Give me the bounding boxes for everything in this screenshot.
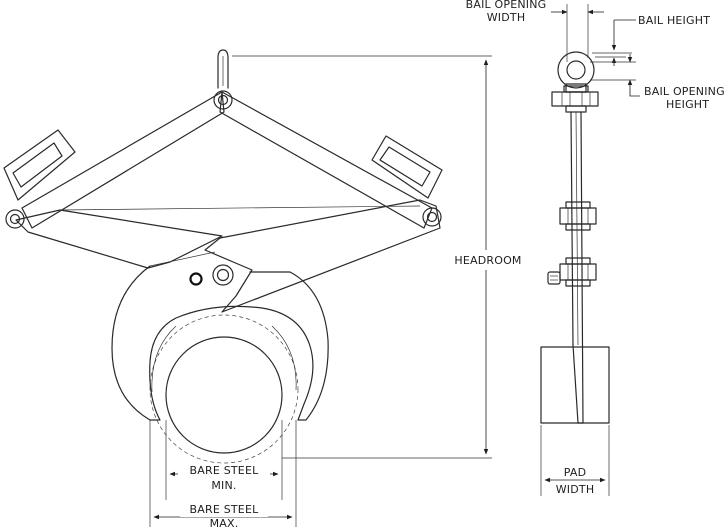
pad-width-dimension: PAD WIDTH — [540, 425, 610, 496]
pad-width-label-2: WIDTH — [556, 483, 595, 496]
bail-opening-height-label-1: BAIL OPENING — [644, 85, 725, 98]
bail-height-label: BAIL HEIGHT — [638, 14, 710, 27]
side-mid-nut — [559, 201, 597, 231]
right-handle — [371, 135, 443, 199]
bail-opening-height-label-2: HEIGHT — [666, 98, 709, 111]
bare-steel-min-dimension: BARE STEEL MIN. — [165, 420, 283, 500]
center-bolt-icon — [212, 264, 234, 286]
bail-opening-width-label-2: WIDTH — [487, 11, 526, 24]
bail-opening-width-dimension: BAIL OPENING WIDTH — [466, 0, 604, 62]
side-plate — [570, 111, 584, 424]
left-handle — [3, 129, 76, 201]
bare-steel-max-dimension: BARE STEEL MAX. — [149, 420, 297, 529]
side-top-nut — [551, 85, 599, 113]
bare-steel-max-label-1: BARE STEEL — [190, 503, 260, 516]
bare-steel-min-label-2: MIN. — [211, 479, 236, 492]
right-pin-icon — [422, 207, 442, 227]
side-low-nut — [547, 257, 597, 287]
bare-steel-max-label-2: MAX. — [210, 517, 239, 529]
side-pad — [540, 346, 610, 424]
front-shackle — [217, 49, 229, 89]
headroom-dimension: HEADROOM — [454, 59, 521, 455]
left-pin-icon — [5, 209, 25, 229]
bail-opening-width-label-1: BAIL OPENING — [466, 0, 547, 11]
bail-height-dimension: BAIL HEIGHT — [592, 14, 710, 66]
upper-links — [21, 91, 433, 229]
front-view: HEADROOM BARE STEEL MIN. BARE STEEL MAX. — [3, 49, 521, 529]
lock-knob-icon — [547, 271, 561, 285]
top-pin-icon — [213, 90, 233, 110]
headroom-label: HEADROOM — [454, 254, 521, 267]
lock-pin-icon — [189, 272, 203, 286]
bare-steel-min-label-1: BARE STEEL — [190, 464, 260, 477]
side-view: BAIL OPENING WIDTH BAIL HEIGHT BAIL OPEN… — [466, 0, 725, 496]
jaw-body — [111, 251, 329, 421]
coil-sections — [149, 314, 299, 464]
secondary-lever — [59, 199, 441, 313]
pivot-pins — [5, 90, 442, 286]
pad-width-label-1: PAD — [564, 466, 587, 479]
bail-opening-height-dimension: BAIL OPENING HEIGHT — [590, 54, 725, 111]
